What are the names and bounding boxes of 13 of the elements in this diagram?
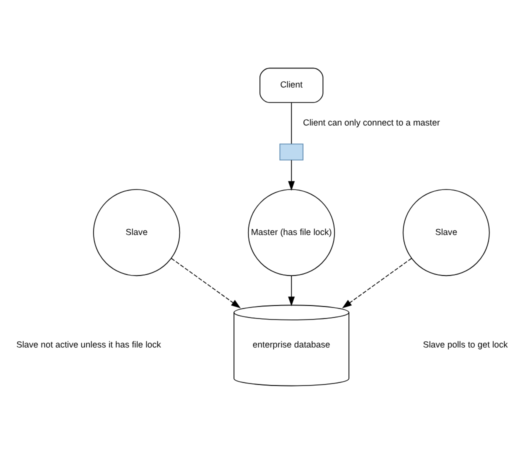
node-box: Client — [260, 67, 324, 102]
label: Slave not active unless it has file lock — [16, 339, 162, 350]
node-circle: Master (has file lock) — [248, 188, 335, 276]
arrow — [342, 257, 412, 308]
node-circle: Slave — [93, 188, 180, 276]
arrow — [288, 274, 295, 306]
node-envelope — [279, 143, 304, 160]
node-circle: Slave — [402, 188, 490, 276]
arrow — [288, 159, 295, 190]
arrow — [170, 257, 241, 308]
edge-label: Client can only connect to a master — [303, 116, 440, 127]
label: Slave polls to get lock — [423, 339, 508, 350]
connector — [291, 102, 292, 144]
